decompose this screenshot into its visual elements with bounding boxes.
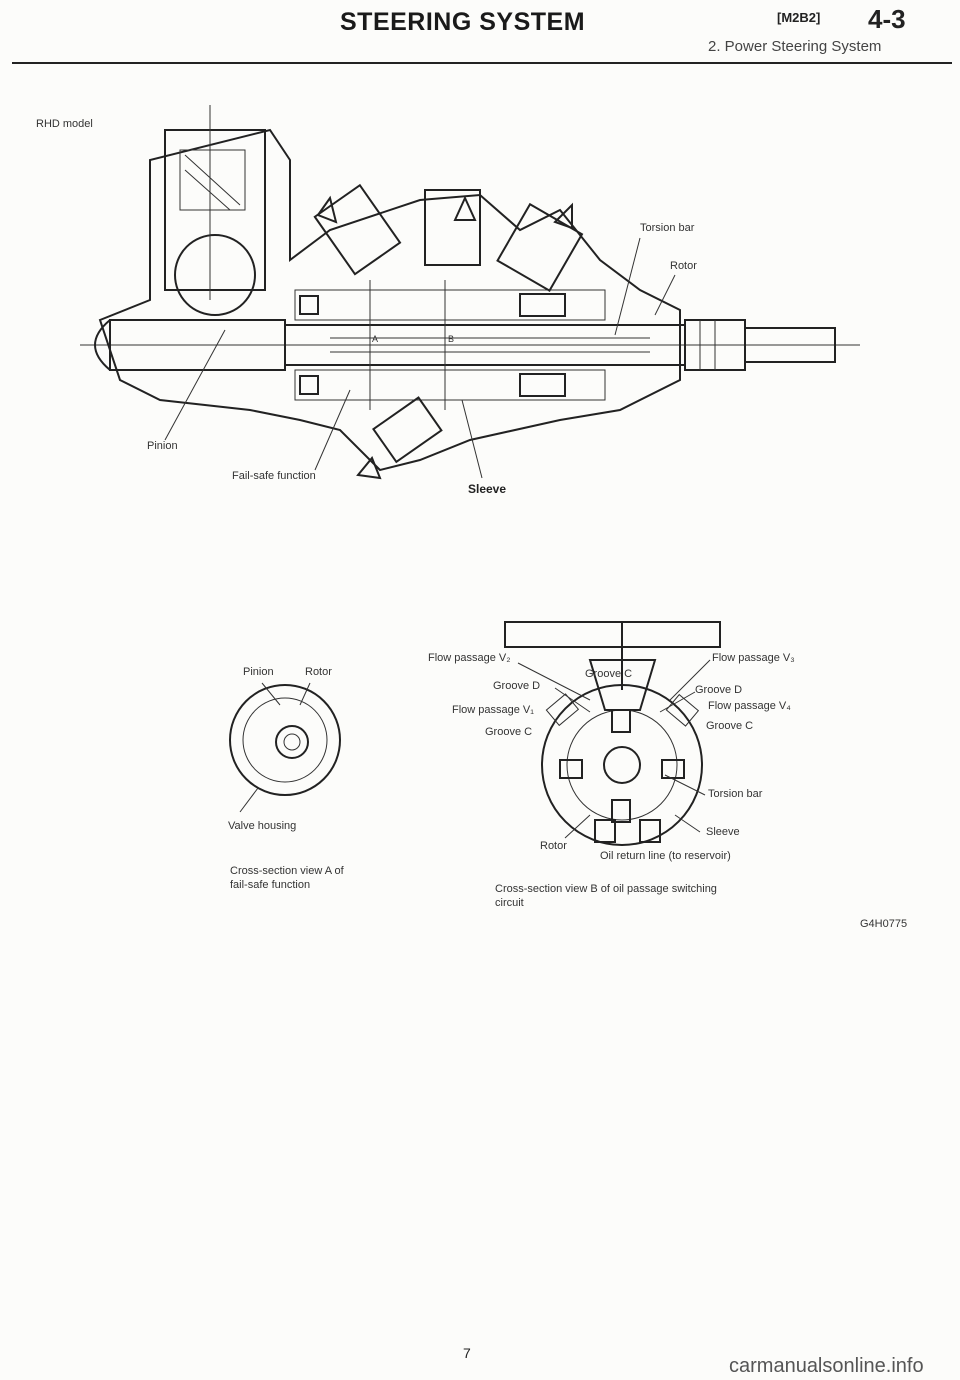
shaft-end-cap: [94, 319, 111, 371]
groove-c-wedge: [588, 659, 657, 711]
leader-torsion-b: [664, 774, 706, 796]
leader-rotor: [654, 274, 676, 316]
page-number: 7: [463, 1345, 471, 1361]
pinion-circle: [275, 725, 309, 759]
port-fitting-4: [372, 396, 443, 464]
flow-v4-label: Flow passage V₄: [708, 700, 791, 712]
section-b-marker: B: [448, 334, 455, 344]
flow-v3-label: Flow passage V₃: [712, 652, 795, 664]
groove-c-top-label: Groove C: [585, 668, 633, 680]
rotor-lobe-left: [559, 759, 583, 779]
flow-arrow-2: [453, 195, 477, 221]
pinion-block: [164, 129, 266, 291]
page-title: STEERING SYSTEM: [340, 8, 586, 36]
groove-c-left-label: Groove C: [485, 726, 533, 738]
thread-line-2: [184, 169, 231, 211]
sleeve-label: Sleeve: [468, 482, 507, 496]
leader-v3: [669, 659, 711, 701]
leader-sleeve: [461, 399, 483, 479]
caption-b: Cross-section view B of oil passage swit…: [495, 882, 717, 910]
figure-code: G4H0775: [860, 918, 908, 930]
return-port-left: [594, 819, 616, 843]
torsion-bar-circle: [603, 746, 641, 784]
pinion-ball: [174, 234, 256, 316]
port-v1: [545, 693, 580, 727]
rotor-label: Rotor: [670, 260, 697, 272]
valve-rings-bottom: [294, 369, 606, 401]
port-fitting-2: [424, 189, 481, 266]
caption-a-line-1: Cross-section view A of: [230, 865, 344, 877]
groove-c-right-label: Groove C: [706, 720, 754, 732]
valve-rings-top: [294, 289, 606, 321]
section-a-marker: A: [372, 334, 379, 344]
leader-torsion-bar: [614, 237, 641, 336]
valve-housing-circle: [229, 684, 341, 796]
valve-housing-label: Valve housing: [228, 820, 297, 832]
flow-arrow-4: [356, 456, 382, 480]
port-fitting-1: [313, 183, 402, 276]
pinion-thread: [179, 149, 246, 211]
leader-sleeve-b: [674, 814, 701, 833]
leader-pinion: [164, 329, 226, 441]
pinion-core: [283, 733, 301, 751]
rotor-lobe-top: [611, 709, 631, 733]
flow-v2-label: Flow passage V₂: [428, 652, 511, 664]
rotor-lobe-bottom: [611, 799, 631, 823]
section-subtitle: 2. Power Steering System: [708, 38, 882, 55]
leader-failsafe: [314, 389, 351, 471]
leader-groove-d-left: [554, 687, 591, 713]
groove-d-left-label: Groove D: [493, 680, 541, 692]
top-channel: [504, 621, 721, 648]
pinion-label: Pinion: [147, 440, 178, 452]
failsafe-label: Fail-safe function: [232, 470, 316, 482]
input-shaft: [744, 327, 836, 363]
section-code: [M2B2]: [777, 10, 821, 25]
leader-a-valve-housing: [239, 787, 259, 813]
flow-v1-label: Flow passage V₁: [452, 704, 534, 716]
leader-v2: [517, 662, 591, 701]
ring-pack-top: [519, 293, 566, 317]
page-section-number: 4-3: [868, 4, 906, 34]
return-port-right: [639, 819, 661, 843]
sleeve-circle: [541, 684, 703, 846]
rotor-lobe-right: [661, 759, 685, 779]
a-pinion-label: Pinion: [243, 666, 274, 678]
rotor-circle: [242, 697, 328, 783]
sleeve-b-label: Sleeve: [706, 826, 740, 838]
ring-pack-bottom: [519, 373, 566, 397]
torsion-bar-label: Torsion bar: [640, 222, 695, 234]
port-fitting-3: [496, 202, 584, 292]
seal-bottom: [299, 375, 319, 395]
flow-arrow-3: [553, 202, 573, 230]
caption-a: Cross-section view A of fail-safe functi…: [230, 864, 344, 892]
oil-return-label: Oil return line (to reservoir): [600, 850, 731, 862]
caption-b-line-1: Cross-section view B of oil passage swit…: [495, 883, 717, 895]
a-rotor-label: Rotor: [305, 666, 332, 678]
groove-d-right-label: Groove D: [695, 684, 743, 696]
thread-line-1: [184, 154, 241, 206]
leader-a-pinion: [261, 682, 281, 706]
rotor-b-label: Rotor: [540, 840, 567, 852]
watermark: carmanualsonline.info: [729, 1355, 924, 1377]
leader-rotor-b: [564, 814, 591, 839]
rhd-model-label: RHD model: [36, 118, 93, 130]
torsion-bar-b-label: Torsion bar: [708, 788, 763, 800]
caption-a-line-2: fail-safe function: [230, 879, 311, 891]
caption-b-line-2: circuit: [495, 897, 524, 909]
leader-groove-d-right: [659, 691, 696, 713]
seal-top: [299, 295, 319, 315]
housing-outline: [98, 128, 681, 472]
rotor-outer: [566, 709, 678, 821]
leader-a-rotor: [299, 682, 311, 706]
flow-arrow-1: [316, 195, 338, 224]
port-v4: [665, 693, 700, 727]
header-divider: [12, 62, 952, 64]
